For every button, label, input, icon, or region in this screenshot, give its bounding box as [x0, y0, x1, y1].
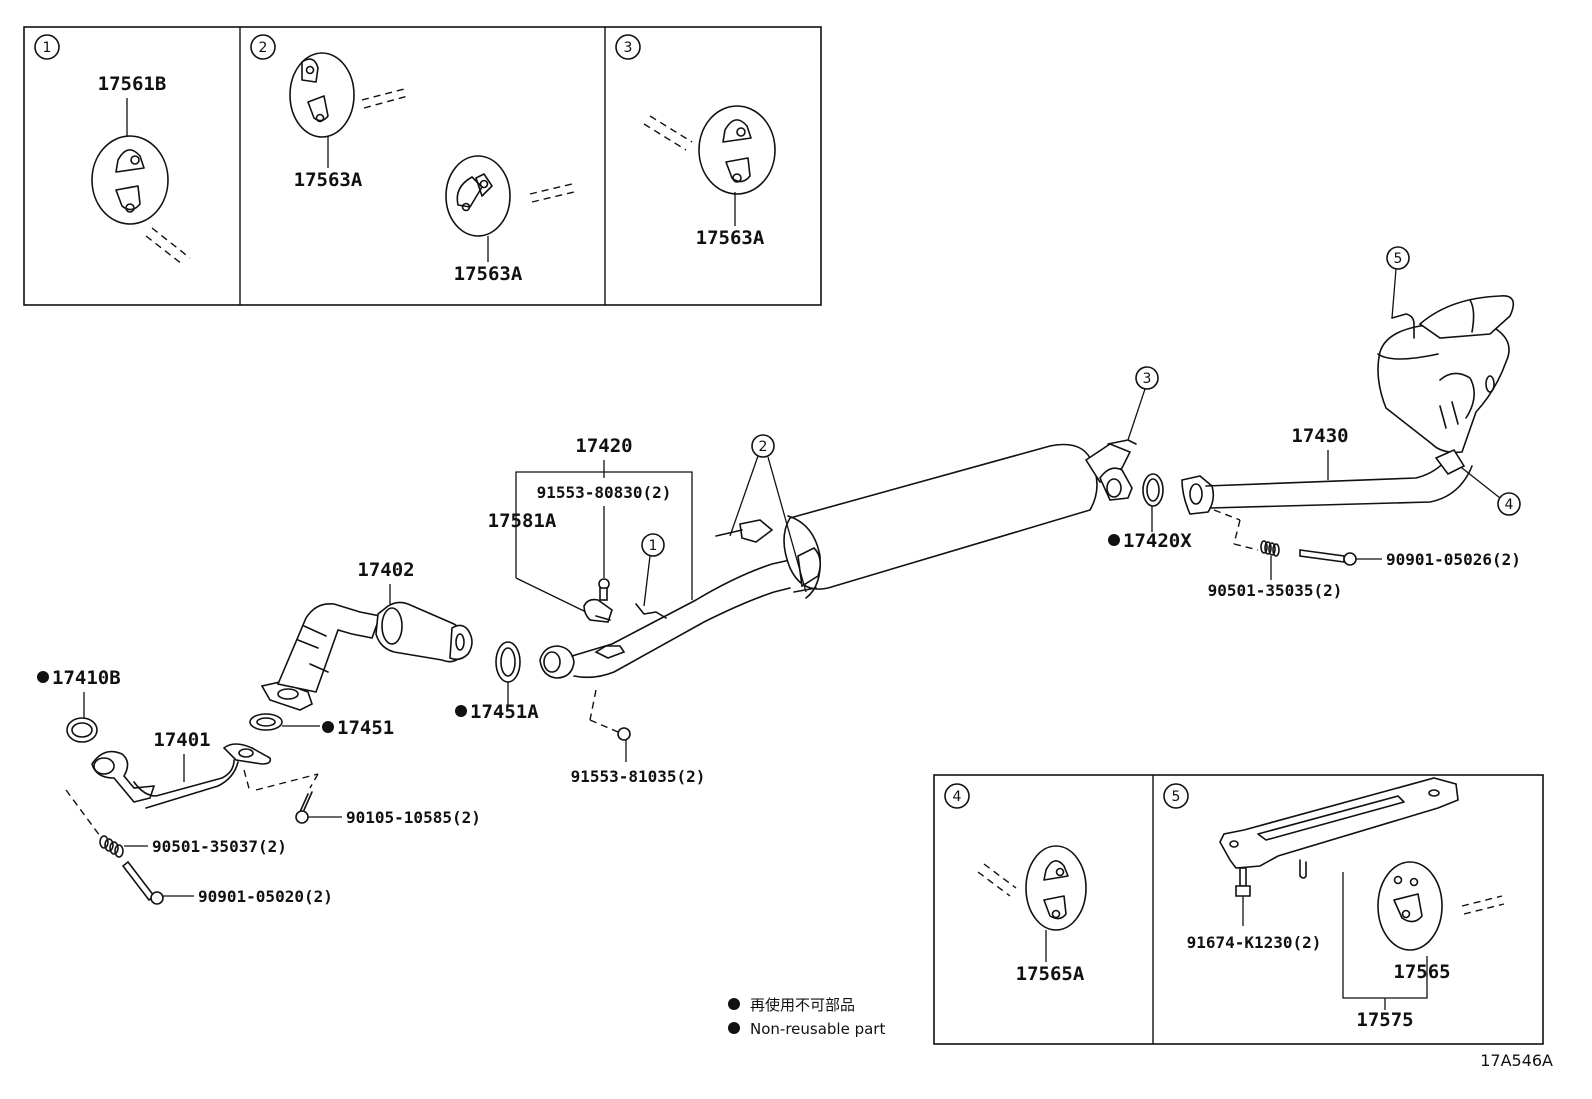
callout-circle-4: [1497, 492, 1521, 516]
spring-90501-35037: 90501-35037(2): [65, 789, 287, 858]
bolt-icon: [598, 578, 610, 601]
svg-text:5: 5: [1394, 251, 1403, 267]
legend-text-japanese: 再使用不可部品: [750, 996, 855, 1014]
group-bracket-line: [515, 471, 693, 600]
inset-panel-4: 4 17565A: [944, 783, 1087, 985]
center-pipe: 1: [539, 533, 791, 679]
callout-circle-3: [1135, 366, 1159, 390]
svg-text:4: 4: [953, 789, 962, 805]
top-inset-panels: 1 17561B 2 17: [23, 26, 822, 306]
callout-circle-5: [1163, 783, 1189, 809]
center-muffler: 2 3: [715, 366, 1159, 599]
callout-number: 1: [43, 40, 52, 56]
top-inset-frame: [23, 26, 822, 306]
bolt-90105-10585: 90105-10585(2): [295, 791, 481, 827]
part-label-17430[interactable]: 17430: [1291, 425, 1348, 447]
part-label-91674-K1230[interactable]: 91674-K1230(2): [1187, 933, 1322, 952]
part-label-17565A[interactable]: 17565A: [1016, 963, 1085, 985]
bracket-rod-dashed: [151, 227, 191, 259]
part-label-17451A[interactable]: 17451A: [470, 701, 539, 723]
bolt-91553-81035: 91553-81035(2): [571, 689, 706, 786]
non-reusable-dot-icon: [37, 671, 49, 683]
svg-text:3: 3: [624, 40, 633, 56]
rubber-hanger-icon: [91, 135, 169, 225]
bolt-90901-05020: 90901-05020(2): [121, 860, 333, 906]
non-reusable-dot-icon: [322, 721, 334, 733]
svg-text:5: 5: [1172, 789, 1181, 805]
part-label-17563A[interactable]: 17563A: [454, 263, 523, 285]
callout-circle-2: [250, 34, 276, 60]
bolt-icon: [617, 727, 631, 741]
part-label-90901-05020[interactable]: 90901-05020(2): [198, 887, 333, 906]
non-reusable-dot-icon: [1108, 534, 1120, 546]
part-label-17575[interactable]: 17575: [1356, 1009, 1413, 1031]
callout-circle-3: [615, 34, 641, 60]
callout-circle-5: [1386, 246, 1410, 270]
clamp-17581A: [583, 598, 613, 623]
part-label-90901-05026[interactable]: 90901-05026(2): [1386, 550, 1521, 569]
rubber-hanger-icon: [698, 105, 776, 195]
part-label-90105-10585[interactable]: 90105-10585(2): [346, 808, 481, 827]
tail-pipe-assembly-17430: 17430 5 4: [1181, 246, 1521, 516]
svg-text:4: 4: [1505, 497, 1514, 513]
hanger-bracket-17575: [1219, 777, 1459, 879]
bolt-icon: [295, 810, 309, 824]
callout-circle-4: [944, 783, 970, 809]
legend-text-english: Non-reusable part: [750, 1020, 885, 1038]
bolt-icon: [1299, 549, 1345, 563]
svg-text:2: 2: [259, 40, 268, 56]
part-label-17420[interactable]: 17420: [575, 435, 632, 457]
part-label-17451[interactable]: 17451: [337, 717, 394, 739]
part-label-90501-35035[interactable]: 90501-35035(2): [1208, 581, 1343, 600]
part-label-17563A[interactable]: 17563A: [294, 169, 363, 191]
svg-text:3: 3: [1143, 371, 1152, 387]
part-label-17565[interactable]: 17565: [1393, 961, 1450, 983]
bolt-icon: [1235, 867, 1251, 897]
bottom-inset-frame: [933, 774, 1544, 1045]
part-label-17581A[interactable]: 17581A: [488, 510, 557, 532]
part-label-91553-81035[interactable]: 91553-81035(2): [571, 767, 706, 786]
non-reusable-dot-icon: [455, 705, 467, 717]
fasteners-rear: 90501-35035(2) 90901-05026(2): [1208, 509, 1521, 600]
part-label-91553-80830[interactable]: 91553-80830(2): [537, 483, 672, 502]
callout-circle-1: [34, 34, 60, 60]
inset-panel-3: 3 17563A: [615, 34, 776, 249]
rubber-hanger-icon: [1377, 861, 1443, 951]
legend: 再使用不可部品 Non-reusable part: [728, 996, 885, 1038]
inset-panel-2: 2 17563A 17563A: [250, 34, 575, 285]
gasket-17451: 17451: [249, 713, 394, 739]
inset-panel-5: 5 91674-K1230(2): [1163, 777, 1505, 1031]
gasket-17410B: 17410B: [37, 667, 121, 743]
catalytic-converter-17402: 17402: [260, 559, 473, 711]
bolt-icon: [121, 860, 156, 902]
rubber-hanger-icon: [289, 52, 355, 138]
part-label-17401[interactable]: 17401: [153, 729, 210, 751]
part-label-17420X[interactable]: 17420X: [1123, 530, 1192, 552]
part-label-17563A[interactable]: 17563A: [696, 227, 765, 249]
non-reusable-dot-icon: [728, 998, 740, 1010]
diagram-code: 17A546A: [1480, 1051, 1553, 1070]
part-label-17561B[interactable]: 17561B: [98, 73, 167, 95]
rubber-hanger-icon: [1025, 845, 1087, 931]
part-label-90501-35037[interactable]: 90501-35037(2): [152, 837, 287, 856]
bottom-inset-panels: 4 17565A 5: [933, 774, 1544, 1045]
gasket-17451A: 17451A: [455, 641, 539, 723]
rubber-hanger-icon: [445, 155, 511, 237]
svg-text:1: 1: [649, 538, 658, 554]
inset-panel-1: 1 17561B: [34, 34, 191, 265]
front-pipe-17401: 17401: [91, 729, 319, 809]
part-label-17402[interactable]: 17402: [357, 559, 414, 581]
non-reusable-dot-icon: [728, 1022, 740, 1034]
gasket-17420X: 17420X: [1108, 473, 1192, 552]
svg-text:2: 2: [759, 439, 768, 455]
center-pipe-group-17420: 17420 91553-80830(2) 17581A: [488, 435, 693, 623]
spring-icon: [99, 835, 124, 858]
callout-circle-2: [751, 434, 775, 458]
spring-icon: [1260, 540, 1280, 557]
part-label-17410B[interactable]: 17410B: [52, 667, 121, 689]
callout-circle-1: [641, 533, 665, 557]
